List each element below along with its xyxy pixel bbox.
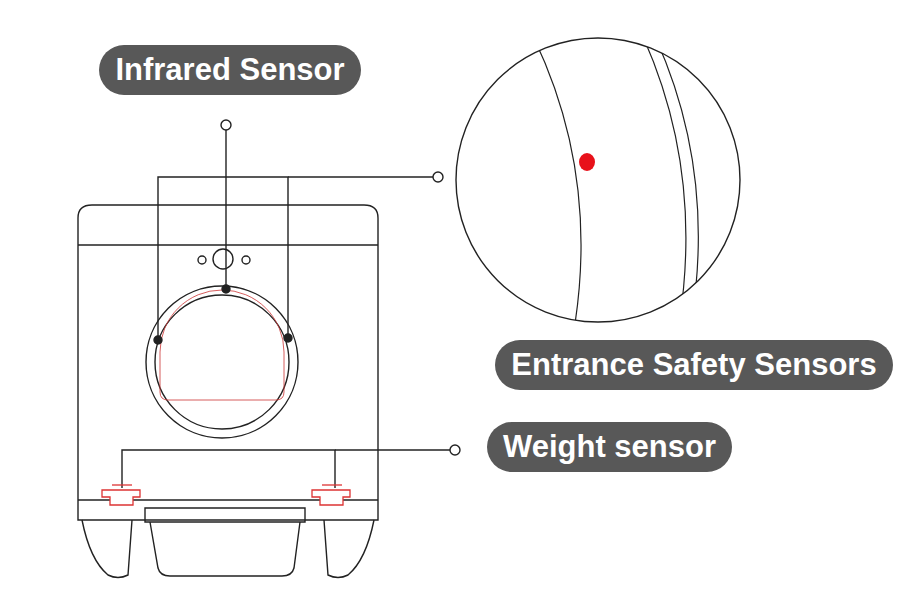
label-pill: Entrance Safety Sensors xyxy=(495,340,892,390)
leader-bracket xyxy=(158,177,288,340)
label-pill: Weight sensor xyxy=(487,422,732,472)
entrance-opening xyxy=(160,290,284,400)
lid-line xyxy=(78,244,378,245)
drawer xyxy=(150,522,300,576)
housing xyxy=(78,205,378,520)
label-text: Weight sensor xyxy=(503,428,716,466)
leg xyxy=(82,520,132,578)
weight-sensor-foot xyxy=(112,484,132,485)
weight-sensor-foot xyxy=(102,490,140,505)
label-text: Entrance Safety Sensors xyxy=(511,346,876,384)
label-text: Infrared Sensor xyxy=(115,51,344,89)
drawer-handle xyxy=(145,508,305,522)
button xyxy=(242,256,250,264)
weight-sensor-foot xyxy=(312,490,350,505)
entrance-ring xyxy=(155,295,289,429)
leader-line xyxy=(288,176,433,177)
magnifier xyxy=(456,30,740,330)
weight-sensor-foot xyxy=(322,484,342,485)
leader-end xyxy=(221,120,231,130)
label-pill: Infrared Sensor xyxy=(99,45,360,95)
entrance-ring xyxy=(146,286,298,438)
leg xyxy=(324,520,374,578)
button xyxy=(213,249,233,269)
leader-end xyxy=(433,172,443,182)
leader-end xyxy=(450,445,460,455)
leader-line xyxy=(225,130,226,289)
leader-bracket xyxy=(122,450,335,488)
leader-line xyxy=(335,449,450,450)
button xyxy=(198,256,206,264)
